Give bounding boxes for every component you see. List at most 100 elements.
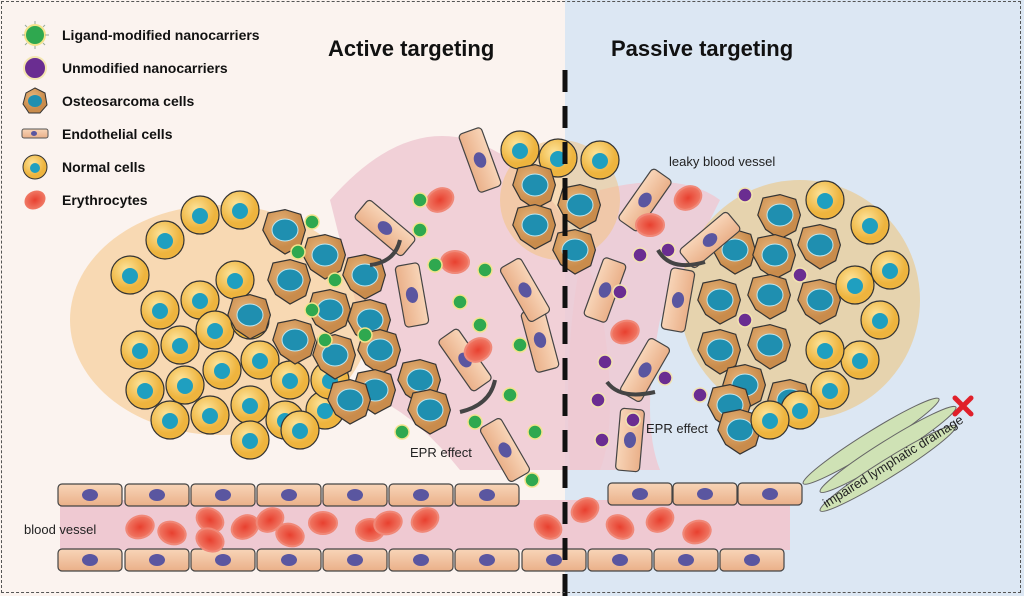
- osteosarcoma-nucleus: [281, 328, 309, 352]
- osteosarcoma-nucleus: [726, 418, 754, 442]
- unmodified-nanocarrier: [590, 392, 606, 408]
- normal-cell-nucleus: [822, 383, 838, 399]
- ligand-nanocarrier: [512, 337, 528, 353]
- osteosarcoma-nucleus: [366, 338, 394, 362]
- normal-cell-nucleus: [232, 203, 248, 219]
- osteosarcoma-nucleus: [276, 268, 304, 292]
- endothelial-cell: [256, 483, 322, 507]
- legend-label: Normal cells: [62, 158, 146, 175]
- osteosarcoma-nucleus: [336, 388, 364, 412]
- erythrocyte: [570, 497, 600, 523]
- erythrocyte: [275, 522, 305, 548]
- arrow-icon: [369, 239, 402, 267]
- endothelial-cell: [619, 338, 671, 402]
- legend-item: Ligand-modified nanocarriers: [20, 18, 260, 51]
- normal-cell-nucleus: [817, 343, 833, 359]
- arrow-icon: [605, 380, 656, 397]
- blocked-x-icon: [952, 395, 974, 417]
- osteosarcoma-nucleus: [416, 398, 444, 422]
- endothelial-cell: [57, 483, 123, 507]
- osteosarcoma-nucleus: [311, 243, 339, 267]
- normal-cell-nucleus: [847, 278, 863, 294]
- erythrocyte: [440, 250, 470, 274]
- legend-item: Erythrocytes: [20, 183, 260, 216]
- ligand-nanocarrier: [304, 214, 320, 230]
- erythrocyte-icon: [20, 185, 54, 215]
- endothelial-cell: [388, 483, 454, 507]
- ligand-nanocarrier: [452, 294, 468, 310]
- arrow-icon: [459, 379, 497, 414]
- unmodified-nanocarrier: [737, 312, 753, 328]
- legend-label: Osteosarcoma cells: [62, 92, 195, 109]
- endothelial-cell: [388, 548, 454, 572]
- ligand-nanocarrier: [317, 332, 333, 348]
- normal-cell-nucleus: [177, 378, 193, 394]
- normal-cell-nucleus: [202, 408, 218, 424]
- unmodified-nanocarrier-icon: [20, 53, 54, 83]
- osteosarcoma-nucleus: [236, 303, 264, 327]
- erythrocyte: [425, 187, 455, 213]
- ligand-nanocarrier: [502, 387, 518, 403]
- erythrocyte: [125, 514, 155, 540]
- legend-item: Normal cells: [20, 150, 260, 183]
- legend-label: Unmodified nanocarriers: [62, 59, 228, 76]
- lymphatic-vessel: [802, 397, 957, 512]
- osteosarcoma-nucleus: [706, 338, 734, 362]
- osteosarcoma-nucleus: [561, 238, 589, 262]
- unmodified-nanocarrier: [594, 432, 610, 448]
- endothelial-cell: [458, 127, 502, 193]
- endothelial-cell: [660, 267, 696, 333]
- osteosarcoma-nucleus: [521, 213, 549, 237]
- erythrocyte: [610, 319, 640, 345]
- leaky-vessel-label: leaky blood vessel: [669, 154, 776, 169]
- erythrocyte: [635, 213, 665, 237]
- erythrocyte: [673, 185, 703, 211]
- erythrocyte: [682, 519, 712, 545]
- normal-cell-nucleus: [242, 398, 258, 414]
- ligand-nanocarrier: [477, 262, 493, 278]
- normal-cell-nucleus: [214, 363, 230, 379]
- ligand-nanocarrier: [357, 327, 373, 343]
- normal-cell-nucleus: [207, 323, 223, 339]
- ligand-modified-nanocarrier-icon: [20, 20, 54, 50]
- normal-cell-nucleus: [172, 338, 188, 354]
- endothelial-cell: [57, 548, 123, 572]
- endothelial-cell: [719, 548, 785, 572]
- endothelial-cell: [190, 548, 256, 572]
- osteosarcoma-nucleus: [406, 368, 434, 392]
- endothelial-cell: [322, 548, 388, 572]
- unmodified-nanocarrier: [632, 247, 648, 263]
- normal-cell-nucleus: [192, 208, 208, 224]
- normal-cell-nucleus: [252, 353, 268, 369]
- unmodified-nanocarrier: [660, 242, 676, 258]
- erythrocyte: [410, 507, 440, 533]
- ligand-nanocarrier: [290, 244, 306, 260]
- osteosarcoma-nucleus: [706, 288, 734, 312]
- osteosarcoma-nucleus: [721, 238, 749, 262]
- endothelial-cell: [499, 258, 551, 322]
- osteosarcoma-nucleus: [566, 193, 594, 217]
- ligand-nanocarrier: [327, 272, 343, 288]
- legend-label: Endothelial cells: [62, 125, 173, 142]
- normal-cell-nucleus: [762, 413, 778, 429]
- normal-cell-nucleus: [817, 193, 833, 209]
- epr-effect-label-passive: EPR effect: [646, 421, 708, 436]
- passive-targeting-title: Passive targeting: [611, 36, 794, 61]
- osteosarcoma-cell-icon: [20, 86, 54, 116]
- osteosarcoma-nucleus: [806, 288, 834, 312]
- erythrocyte: [255, 507, 285, 533]
- ligand-nanocarrier: [394, 424, 410, 440]
- endothelial-cell: [618, 168, 672, 232]
- endothelial-cell: [587, 548, 653, 572]
- osteosarcoma-nucleus: [351, 263, 379, 287]
- normal-cell-nucleus: [317, 403, 333, 419]
- endothelial-cell: [454, 548, 520, 572]
- osteosarcoma-nucleus: [756, 333, 784, 357]
- unmodified-nanocarrier: [737, 187, 753, 203]
- erythrocyte: [463, 337, 493, 363]
- blood-vessel-label: blood vessel: [24, 522, 97, 537]
- unmodified-nanocarrier: [612, 284, 628, 300]
- unmodified-nanocarrier: [625, 412, 641, 428]
- normal-cell-nucleus: [292, 423, 308, 439]
